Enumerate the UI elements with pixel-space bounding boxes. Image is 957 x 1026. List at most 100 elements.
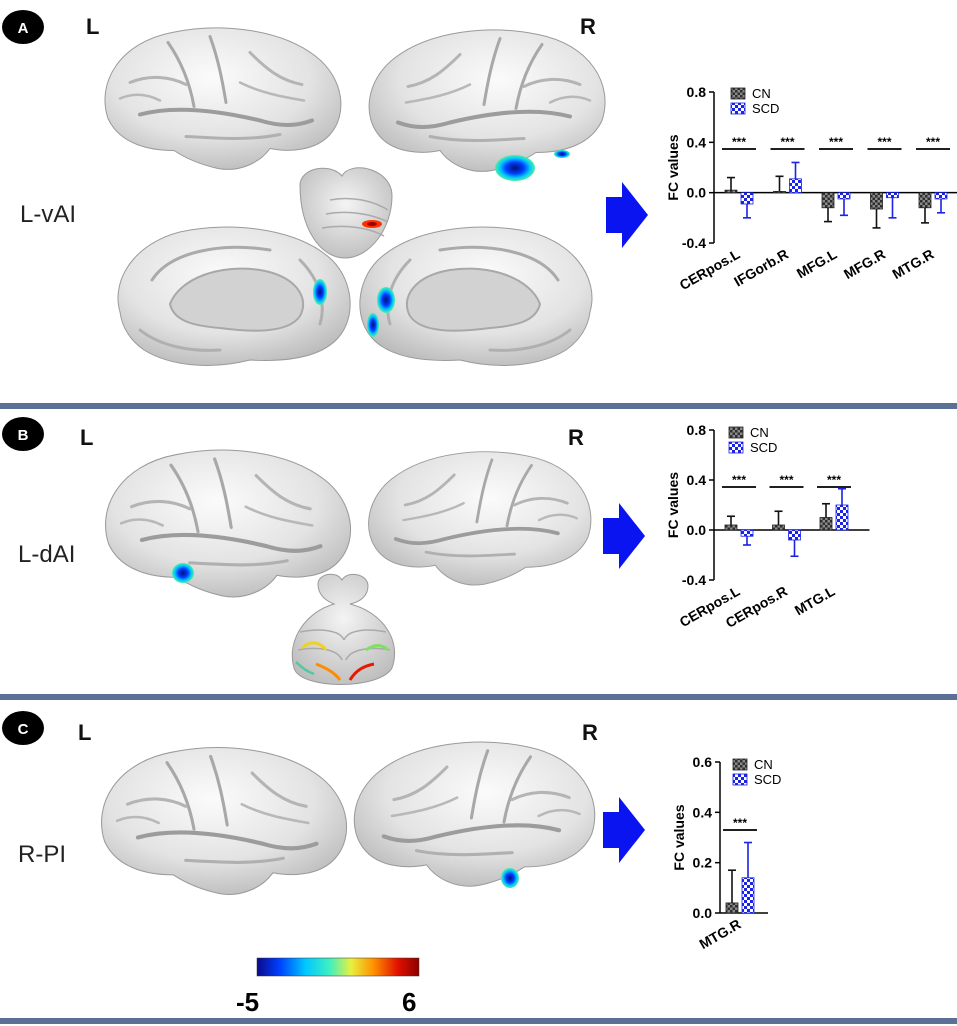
- bar-chart-a: -0.40.00.40.8FC values***CERpos.L***IFGo…: [665, 84, 957, 293]
- legend-label-cn: CN: [750, 425, 769, 440]
- legend-swatch-scd: [730, 102, 746, 115]
- arrow-icon: [603, 503, 645, 569]
- y-tick-label: 0.8: [687, 422, 707, 438]
- panel-badge-c: C: [2, 711, 44, 745]
- cerebellum-a: [299, 167, 393, 259]
- bar-scd: [789, 178, 802, 194]
- legend-swatch-cn: [732, 758, 748, 771]
- panel-a: A L R L-vAI -0.40.00.40.8FC valu: [2, 10, 957, 368]
- significance-stars: ***: [926, 135, 940, 149]
- bar-cn: [870, 192, 883, 210]
- y-tick-label: 0.0: [687, 522, 707, 538]
- legend-swatch-scd: [728, 441, 744, 454]
- bar-cn: [773, 191, 786, 194]
- legend-label-scd: SCD: [752, 101, 779, 116]
- bar-scd: [886, 192, 899, 199]
- svg-text:C: C: [18, 721, 29, 738]
- hemi-label-right: R: [580, 14, 596, 39]
- seed-label: L-dAI: [18, 541, 75, 568]
- bar-scd: [835, 504, 849, 531]
- seed-label: R-PI: [18, 841, 66, 868]
- bar-scd: [740, 192, 754, 205]
- y-tick-label: 0.2: [693, 855, 713, 871]
- legend-swatch-scd: [732, 773, 748, 786]
- brain-lateral-left: [105, 28, 341, 169]
- significance-stars: ***: [877, 135, 891, 149]
- category-label: MFG.L: [794, 246, 840, 282]
- activation-blobs-a: [313, 150, 570, 337]
- colorbar-gradient: [256, 957, 420, 977]
- bar-scd: [837, 192, 851, 200]
- svg-text:B: B: [18, 427, 29, 444]
- y-axis-label: FC values: [665, 472, 681, 538]
- bar-cn: [819, 517, 833, 531]
- category-label: MTG.R: [889, 246, 936, 282]
- category-label: CERpos.L: [677, 246, 743, 294]
- legend-label-cn: CN: [752, 86, 771, 101]
- seed-label: L-vAI: [20, 201, 76, 228]
- bar-cn: [724, 524, 738, 531]
- y-tick-label: 0.4: [687, 472, 707, 488]
- panel-badge-a: A: [2, 10, 44, 44]
- y-tick-label: -0.4: [682, 572, 706, 588]
- bar-cn: [725, 902, 739, 914]
- hemi-label-right: R: [568, 425, 584, 450]
- y-tick-label: 0.4: [693, 804, 713, 820]
- colorbar-max-label: 6: [402, 987, 416, 1017]
- significance-stars: ***: [732, 135, 746, 149]
- significance-stars: ***: [829, 135, 843, 149]
- hemi-label-left: L: [80, 425, 93, 450]
- arrow-icon: [606, 182, 648, 248]
- y-axis-label: FC values: [671, 804, 687, 870]
- brain-medial-right: [358, 225, 594, 368]
- significance-stars: ***: [733, 816, 747, 830]
- y-tick-label: -0.4: [682, 235, 706, 251]
- y-tick-label: 0.4: [687, 134, 707, 150]
- panel-b: B L R L-dAI -0.40.00.40.8FC values***CER…: [2, 417, 870, 685]
- bar-scd: [934, 192, 948, 200]
- legend-label-cn: CN: [754, 757, 773, 772]
- category-label: MFG.R: [841, 246, 888, 282]
- bar-scd: [740, 529, 754, 537]
- bar-cn: [918, 192, 932, 209]
- y-tick-label: 0.8: [687, 84, 707, 100]
- significance-stars: ***: [827, 473, 841, 487]
- activation-blobs-c: [501, 868, 519, 888]
- panel-divider: [0, 1018, 957, 1024]
- hemi-label-left: L: [86, 14, 99, 39]
- brain-lateral-right: [366, 449, 593, 588]
- brain-lateral-right: [369, 30, 605, 171]
- cerebellum-b: [291, 573, 396, 685]
- bar-chart-b: -0.40.00.40.8FC values***CERpos.L***CERp…: [665, 422, 870, 631]
- significance-stars: ***: [780, 135, 794, 149]
- bar-cn: [772, 524, 785, 531]
- panel-divider: [0, 694, 957, 700]
- brain-lateral-left: [106, 450, 351, 597]
- legend-label-scd: SCD: [754, 772, 781, 787]
- panel-badge-b: B: [2, 417, 44, 451]
- panel-divider: [0, 403, 957, 409]
- colorbar: -5 6: [236, 957, 420, 1017]
- hemi-label-left: L: [78, 720, 91, 745]
- category-label: IFGorb.R: [731, 246, 791, 290]
- significance-stars: ***: [779, 473, 793, 487]
- bar-cn: [724, 189, 738, 194]
- colorbar-min-label: -5: [236, 987, 259, 1017]
- arrow-icon: [603, 797, 645, 863]
- activation-blobs-b: [172, 563, 194, 583]
- bar-scd: [788, 529, 801, 541]
- category-label: MTG.L: [792, 583, 838, 619]
- panel-c: C L R R-PI 0.00.20.40.6FC values***MTG.R…: [2, 711, 781, 952]
- category-label: MTG.R: [696, 916, 743, 952]
- y-axis-label: FC values: [665, 134, 681, 200]
- bar-scd: [741, 877, 755, 914]
- bar-cn: [821, 192, 835, 209]
- legend-swatch-cn: [730, 87, 746, 100]
- significance-stars: ***: [732, 473, 746, 487]
- brain-lateral-left: [102, 748, 347, 895]
- y-tick-label: 0.0: [693, 905, 713, 921]
- legend-label-scd: SCD: [750, 440, 777, 455]
- y-tick-label: 0.6: [693, 754, 713, 770]
